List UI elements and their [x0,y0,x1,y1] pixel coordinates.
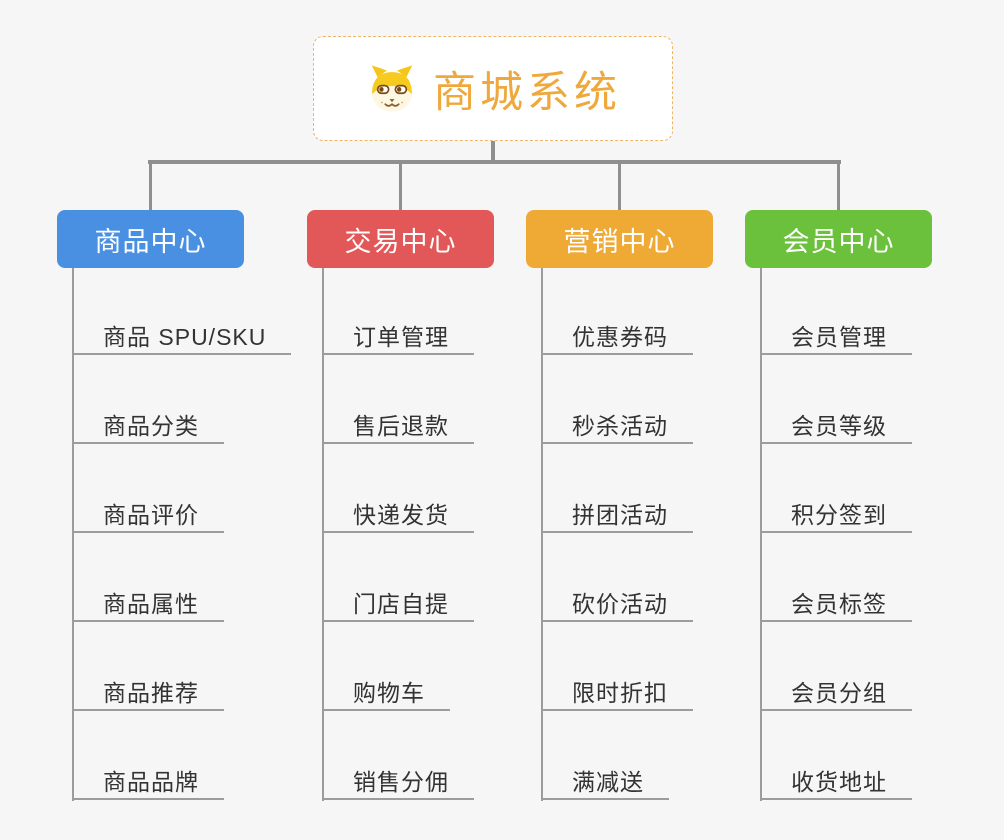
leaf-node[interactable]: 满减送 [541,770,669,800]
branch-label: 交易中心 [344,226,457,257]
connector-drop-member [837,162,840,210]
leaf-node[interactable]: 积分签到 [760,503,912,533]
leaf-node[interactable]: 秒杀活动 [541,414,693,444]
leaf-node[interactable]: 商品评价 [72,503,224,533]
leaf-node[interactable]: 会员分组 [760,681,912,711]
connector-root-stub [491,141,495,162]
branch-trade: 交易中心 订单管理 售后退款 快递发货 门店自提 购物车 销售分佣 [307,0,567,840]
leaf-node[interactable]: 购物车 [322,681,450,711]
branch-marketing: 营销中心 优惠券码 秒杀活动 拼团活动 砍价活动 限时折扣 满减送 [526,0,786,840]
leaf-node[interactable]: 商品属性 [72,592,224,622]
branch-label: 商品中心 [94,226,207,257]
branch-label: 会员中心 [782,226,895,257]
leaf-node[interactable]: 优惠券码 [541,325,693,355]
connector-drop-trade [399,162,402,210]
leaf-node[interactable]: 售后退款 [322,414,474,444]
leaf-node[interactable]: 订单管理 [322,325,474,355]
branch-member: 会员中心 会员管理 会员等级 积分签到 会员标签 会员分组 收货地址 [745,0,1004,840]
leaf-node[interactable]: 商品 SPU/SKU [72,325,292,355]
leaf-node[interactable]: 收货地址 [760,770,912,800]
connector-drop-goods [149,162,152,210]
branch-label: 营销中心 [563,226,676,257]
connector-branch-member [760,268,762,801]
branch-goods: 商品中心 商品 SPU/SKU 商品分类 商品评价 商品属性 商品推荐 商品品牌 [57,0,317,840]
leaf-node[interactable]: 快递发货 [322,503,474,533]
leaf-node[interactable]: 销售分佣 [322,770,474,800]
leaf-node[interactable]: 门店自提 [322,592,474,622]
leaf-node[interactable]: 砍价活动 [541,592,693,622]
leaf-node[interactable]: 商品推荐 [72,681,224,711]
root-title: 商城系统 [433,68,621,117]
leaf-node[interactable]: 商品品牌 [72,770,224,800]
branch-node-trade[interactable]: 交易中心 [307,210,494,268]
leaf-node[interactable]: 会员标签 [760,592,912,622]
leaf-node[interactable]: 商品分类 [72,414,224,444]
root-node[interactable]: 商城系统 [313,36,673,141]
dog-face-icon [371,64,413,112]
connector-branch-marketing [541,268,543,801]
leaf-node[interactable]: 限时折扣 [541,681,693,711]
connector-trunk [148,160,841,164]
branch-node-marketing[interactable]: 营销中心 [526,210,713,268]
connector-branch-trade [322,268,324,801]
leaf-node[interactable]: 拼团活动 [541,503,693,533]
connector-drop-marketing [618,162,621,210]
connector-branch-goods [72,268,74,801]
leaf-node[interactable]: 会员管理 [760,325,912,355]
leaf-node[interactable]: 会员等级 [760,414,912,444]
branch-node-goods[interactable]: 商品中心 [57,210,244,268]
branch-node-member[interactable]: 会员中心 [745,210,932,268]
